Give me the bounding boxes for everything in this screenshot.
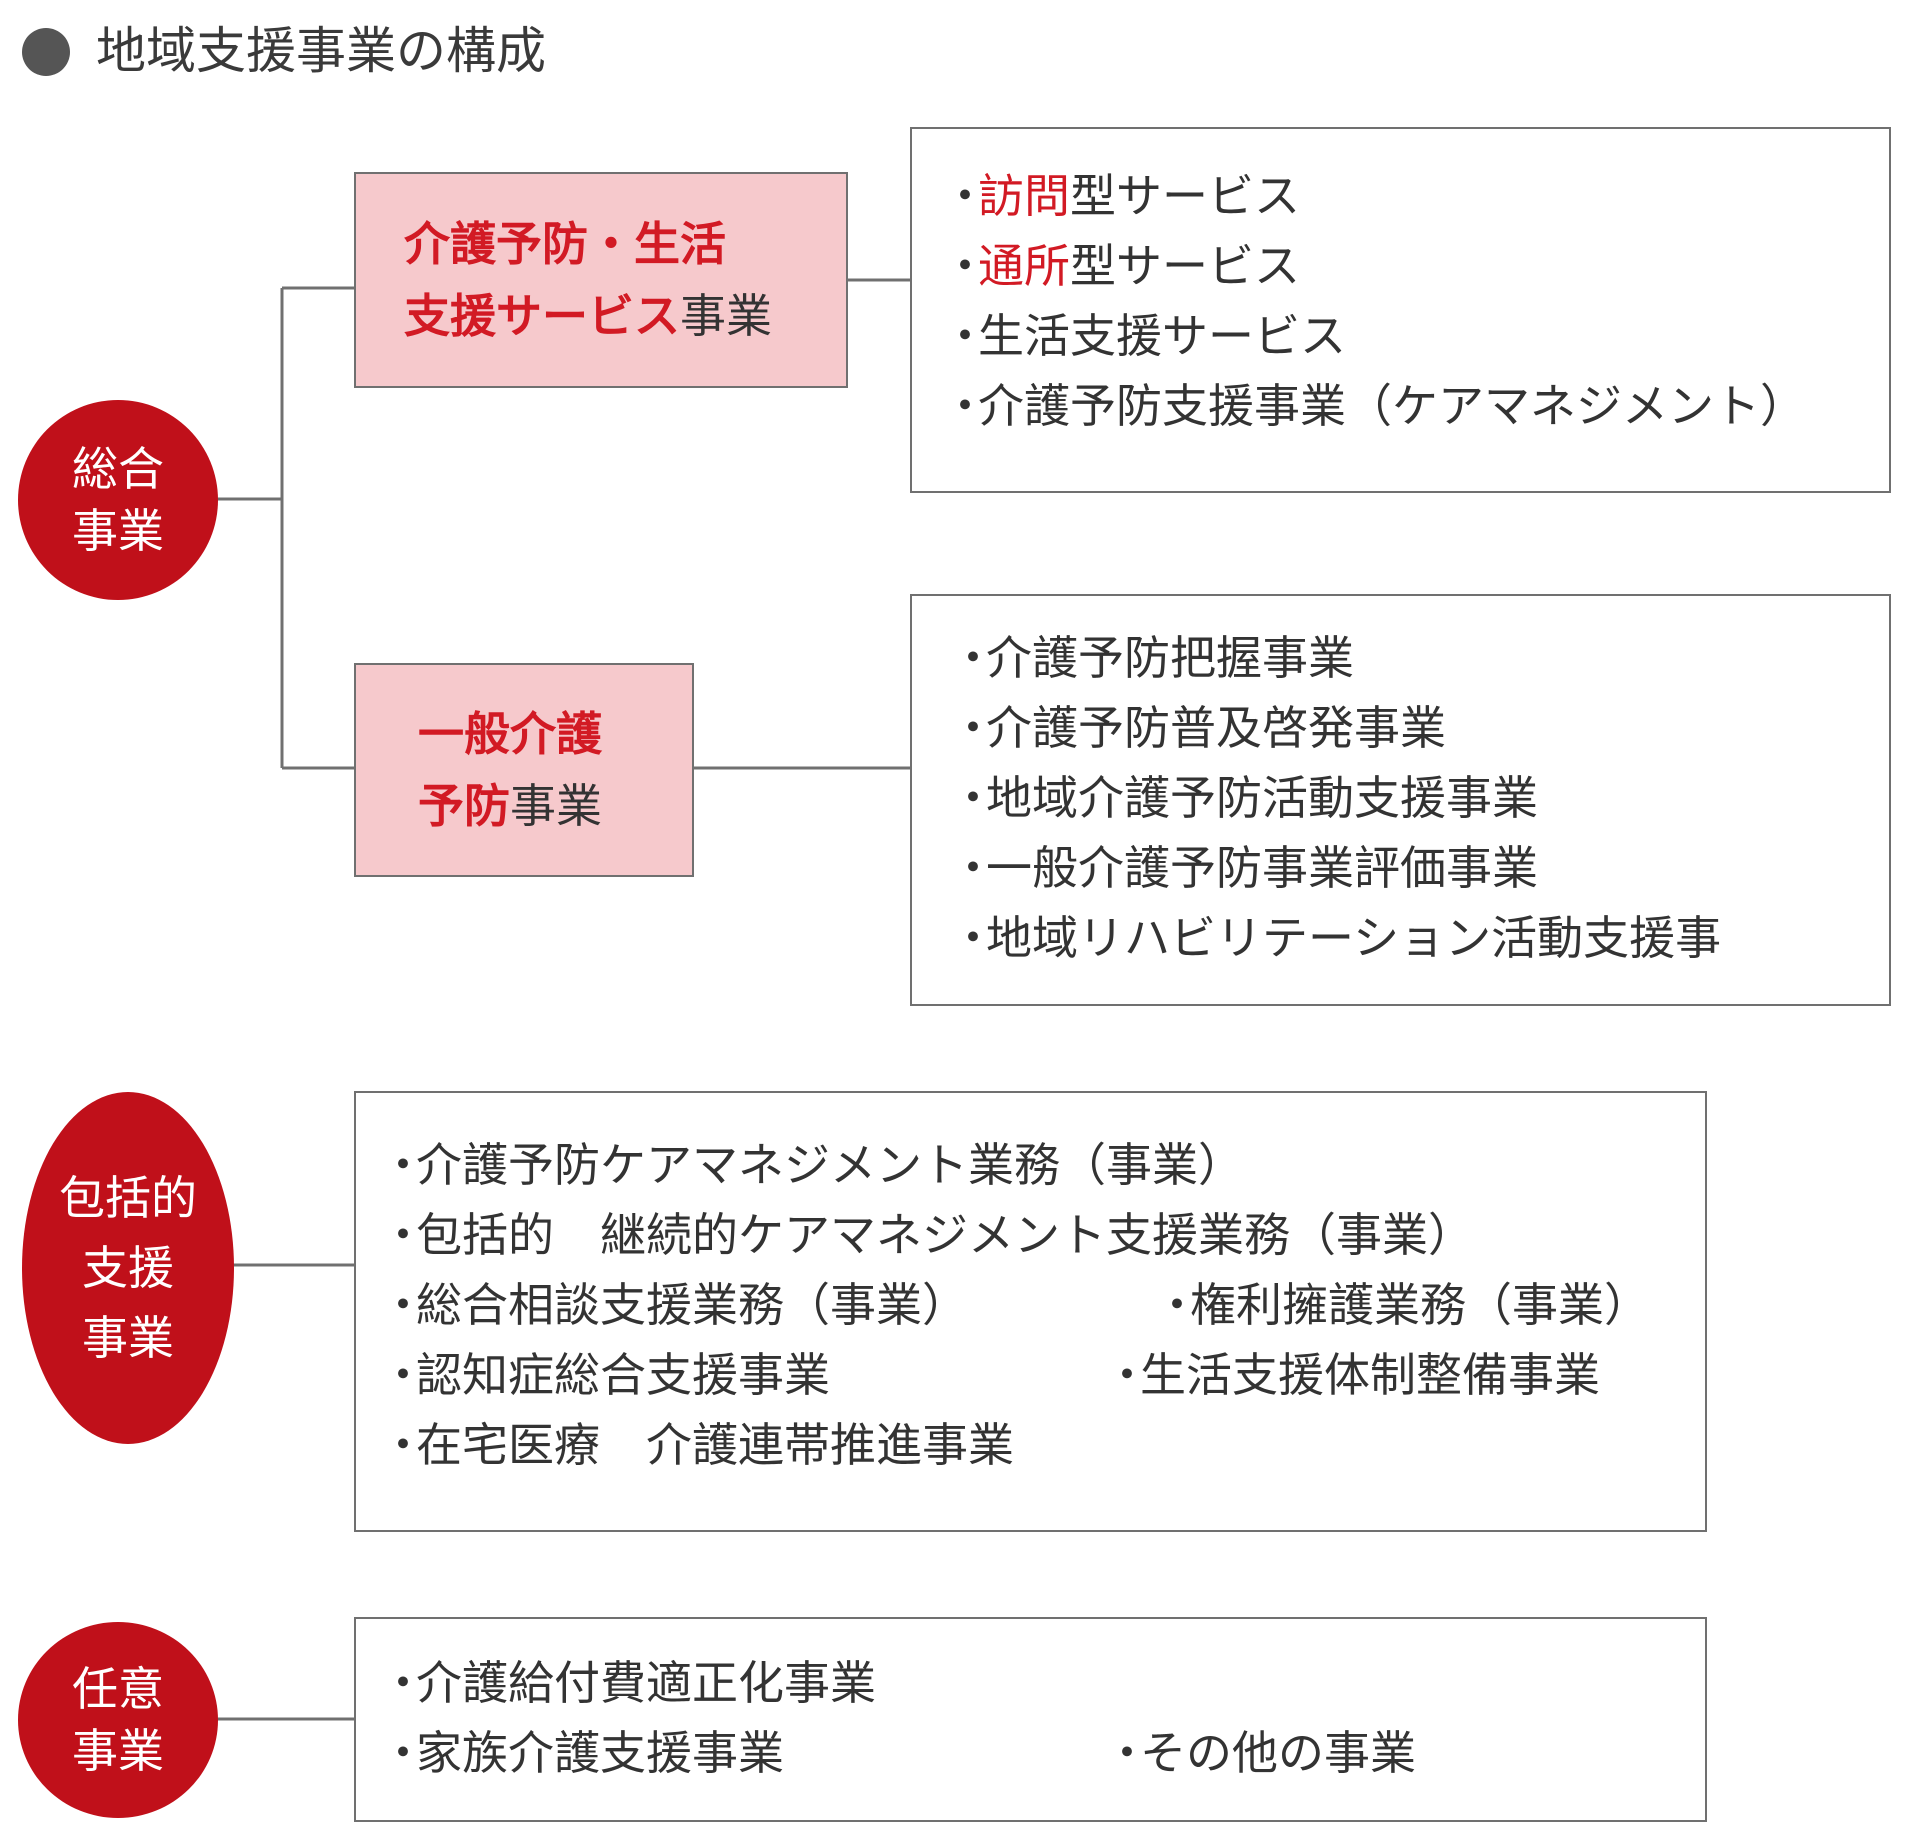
list-item: ・家族介護支援事業 — [380, 1723, 784, 1783]
service-jigyo-box: 介護予防・生活 支援サービス事業 — [354, 172, 848, 388]
bullet-icon: ・ — [942, 239, 988, 293]
list-item: ・介護予防把握事業 — [950, 628, 1354, 688]
list-item: ・在宅医療 介護連帯推進事業 — [380, 1415, 1014, 1475]
list-item: ・地域介護予防活動支援事業 — [950, 768, 1538, 828]
list-item: ・総合相談支援業務（事業） — [380, 1275, 968, 1335]
bullet-icon: ・ — [942, 379, 988, 433]
bullet-icon: ・ — [380, 1138, 426, 1192]
bullet-icon: ・ — [950, 911, 996, 965]
box-label-dark-part: 事業 — [680, 289, 772, 343]
item-text: 介護給付費適正化事業 — [416, 1656, 876, 1710]
box-label-line: 予防事業 — [418, 770, 692, 842]
list-item: ・介護予防支援事業（ケアマネジメント） — [942, 376, 1806, 436]
item-text: 生活支援体制整備事業 — [1140, 1348, 1600, 1402]
houkatsu-jigyo-circle: 包括的 支援 事業 — [22, 1092, 234, 1444]
bullet-icon: ・ — [380, 1278, 426, 1332]
list-item: ・介護予防普及啓発事業 — [950, 698, 1446, 758]
circle-label-line: 任意 — [72, 1662, 164, 1716]
nini-jigyo-circle: 任意 事業 — [18, 1622, 218, 1818]
item-text: 認知症総合支援事業 — [416, 1348, 830, 1402]
bullet-icon: ・ — [950, 701, 996, 755]
service-list-box: ・訪問型サービス ・通所型サービス ・生活支援サービス ・介護予防支援事業（ケア… — [910, 127, 1891, 493]
item-text: 地域リハビリテーション活動支援事 — [986, 911, 1722, 965]
list-item: ・生活支援体制整備事業 — [1104, 1345, 1600, 1405]
box-label-line: 支援サービス事業 — [404, 280, 846, 352]
bullet-icon: ・ — [942, 309, 988, 363]
nini-list-box: ・介護給付費適正化事業 ・家族介護支援事業 ・その他の事業 — [354, 1617, 1707, 1822]
general-yobo-box: 一般介護 予防事業 — [354, 663, 694, 877]
circle-label-line: 事業 — [72, 504, 164, 558]
bullet-icon: ・ — [942, 169, 988, 223]
circle-label-line: 事業 — [72, 1724, 164, 1778]
list-item: ・生活支援サービス — [942, 306, 1346, 366]
general-list-box: ・介護予防把握事業 ・介護予防普及啓発事業 ・地域介護予防活動支援事業 ・一般介… — [910, 594, 1891, 1006]
list-item: ・地域リハビリテーション活動支援事 — [950, 908, 1721, 968]
list-item: ・介護予防ケアマネジメント業務（事業） — [380, 1135, 1244, 1195]
bullet-icon: ・ — [950, 631, 996, 685]
bullet-icon: ・ — [1104, 1726, 1150, 1780]
page-title: 地域支援事業の構成 — [96, 22, 546, 80]
list-item: ・一般介護予防事業評価事業 — [950, 838, 1538, 898]
bullet-icon: ・ — [1154, 1278, 1200, 1332]
item-text: 介護予防支援事業（ケアマネジメント） — [978, 379, 1806, 433]
item-highlight: 通所 — [978, 239, 1070, 293]
bullet-icon: ・ — [950, 771, 996, 825]
bullet-icon: ・ — [950, 841, 996, 895]
list-item: ・包括的 継続的ケアマネジメント支援業務（事業） — [380, 1205, 1474, 1265]
list-item: ・権利擁護業務（事業） — [1154, 1275, 1650, 1335]
item-text: 権利擁護業務（事業） — [1190, 1278, 1650, 1332]
box-label-red-part: 予防 — [418, 779, 510, 833]
bullet-icon: ・ — [380, 1726, 426, 1780]
item-text: 地域介護予防活動支援事業 — [986, 771, 1538, 825]
item-text: 一般介護予防事業評価事業 — [986, 841, 1538, 895]
circle-label-line: 包括的 — [59, 1171, 197, 1225]
bullet-icon: ・ — [380, 1418, 426, 1472]
houkatsu-list-box: ・介護予防ケアマネジメント業務（事業） ・包括的 継続的ケアマネジメント支援業務… — [354, 1091, 1707, 1532]
circle-label-line: 支援 — [82, 1241, 174, 1295]
item-text: 介護予防把握事業 — [986, 631, 1354, 685]
item-text: 生活支援サービス — [978, 309, 1346, 363]
bullet-icon: ・ — [380, 1348, 426, 1402]
box-label-line: 介護予防・生活 — [404, 217, 726, 271]
list-item: ・その他の事業 — [1104, 1723, 1416, 1783]
item-text: 在宅医療 介護連帯推進事業 — [416, 1418, 1014, 1472]
circle-label-line: 事業 — [82, 1311, 174, 1365]
list-item: ・訪問型サービス — [942, 166, 1300, 226]
sogo-jigyo-circle: 総合 事業 — [18, 400, 218, 600]
bullet-icon: ・ — [1104, 1348, 1150, 1402]
item-text: その他の事業 — [1140, 1726, 1416, 1780]
item-text: 介護予防ケアマネジメント業務（事業） — [416, 1138, 1244, 1192]
list-item: ・介護給付費適正化事業 — [380, 1653, 876, 1713]
box-label-dark-part: 事業 — [510, 779, 602, 833]
title-bullet-icon — [22, 28, 70, 76]
item-text: 型サービス — [1070, 239, 1300, 293]
bullet-icon: ・ — [380, 1208, 426, 1262]
list-item: ・認知症総合支援事業 — [380, 1345, 830, 1405]
item-highlight: 訪問 — [978, 169, 1070, 223]
bullet-icon: ・ — [380, 1656, 426, 1710]
item-text: 包括的 継続的ケアマネジメント支援業務（事業） — [416, 1208, 1474, 1262]
item-text: 総合相談支援業務（事業） — [416, 1278, 968, 1332]
circle-label-line: 総合 — [72, 442, 164, 496]
box-label-red-part: 支援サービス — [404, 289, 680, 343]
list-item: ・通所型サービス — [942, 236, 1300, 296]
item-text: 型サービス — [1070, 169, 1300, 223]
item-text: 家族介護支援事業 — [416, 1726, 784, 1780]
box-label-line: 一般介護 — [418, 707, 602, 761]
item-text: 介護予防普及啓発事業 — [986, 701, 1446, 755]
